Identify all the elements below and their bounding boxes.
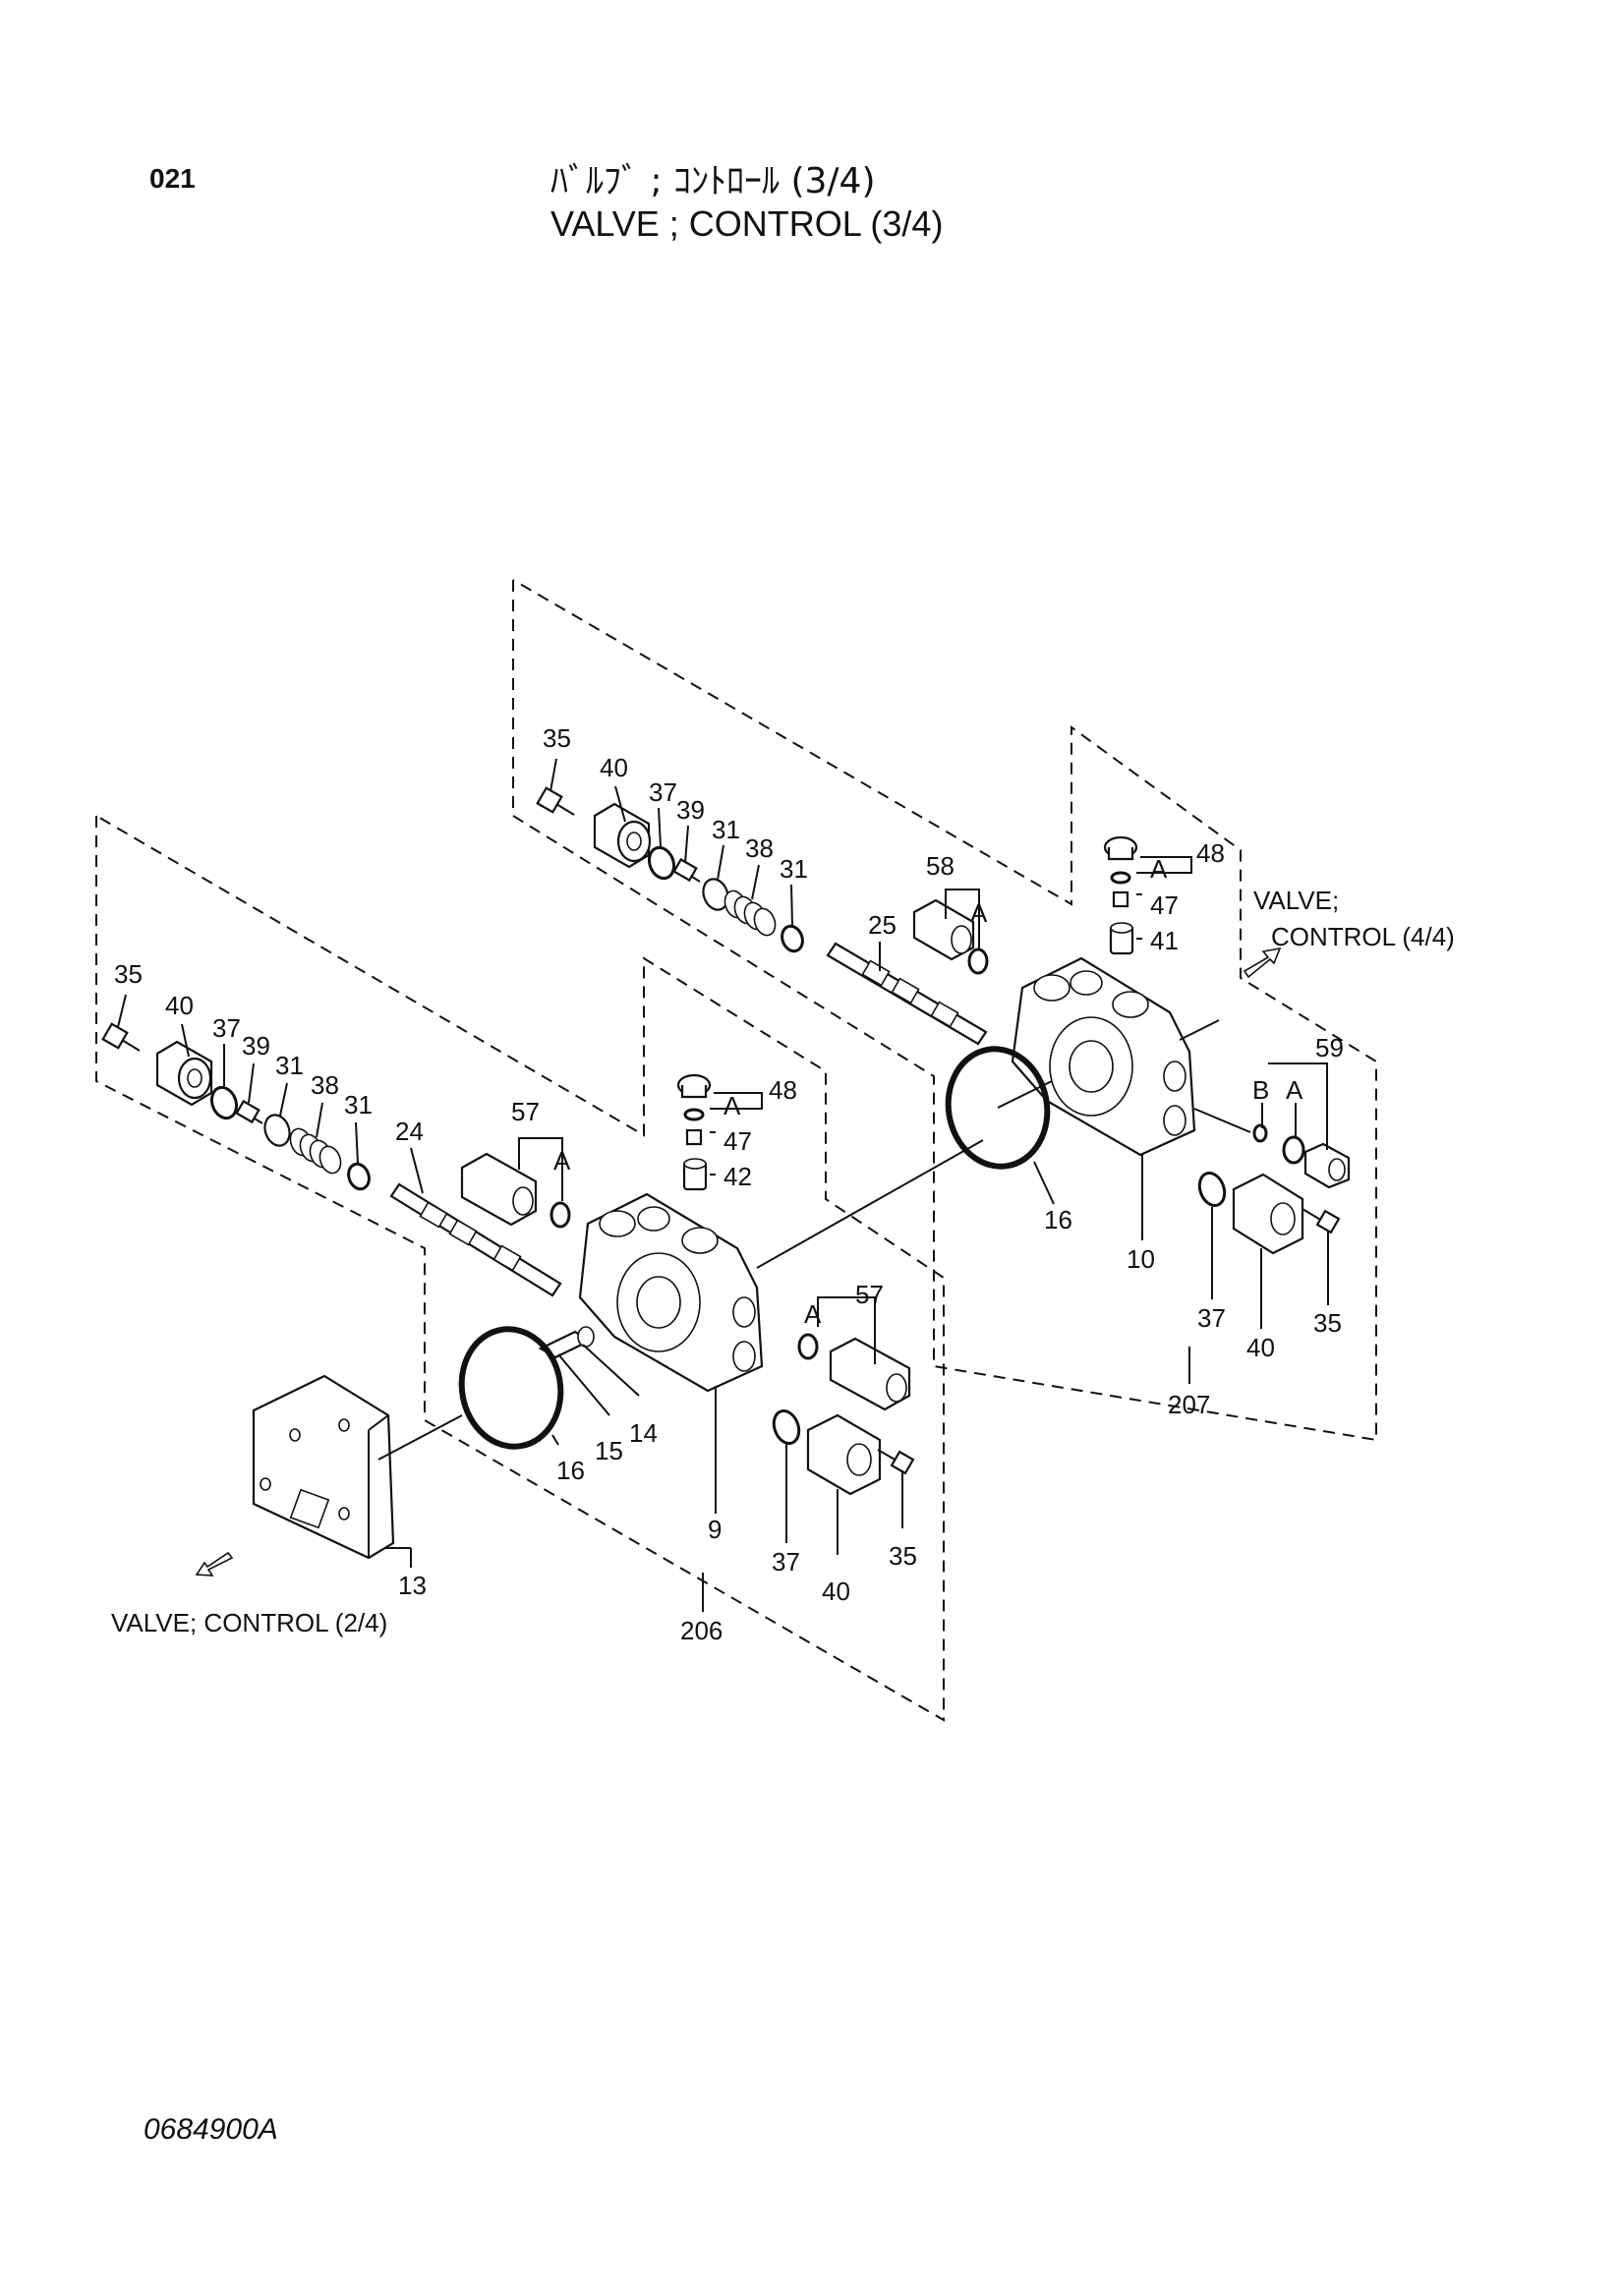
relief-valve-58 (912, 898, 989, 975)
spring-38-upper (723, 890, 777, 937)
callout-35-lower-right: 35 (889, 1541, 917, 1571)
drawing-number: 0684900A (144, 2113, 278, 2146)
callout-a-48-upper: A (1150, 854, 1168, 884)
plug-stack-48-47-42 (676, 1073, 712, 1191)
callout-37-lower-right: 37 (772, 1547, 800, 1577)
callout-40-lower: 40 (165, 991, 194, 1020)
callout-a-59: A (1286, 1075, 1303, 1105)
callout-38-lower: 38 (311, 1070, 339, 1100)
valve-body-9 (578, 1192, 764, 1393)
callout-37-upper-right: 37 (1197, 1303, 1226, 1333)
plug-stack-48-47-41 (1103, 835, 1138, 955)
callout-31a-upper: 31 (712, 815, 740, 844)
callout-37-lower: 37 (212, 1013, 241, 1043)
callout-39-upper: 39 (676, 795, 705, 825)
bolt-35-lower (101, 1022, 141, 1052)
plug-59 (1252, 1123, 1351, 1189)
spring-seat-31a-upper (702, 878, 729, 911)
callout-35-upper-right: 35 (1313, 1308, 1342, 1338)
callout-40-lower-right: 40 (822, 1577, 850, 1606)
callout-a-57-lower: A (804, 1299, 822, 1329)
spool-24 (389, 1182, 562, 1297)
o-ring-37-upper (647, 845, 676, 881)
relief-valve-57-lower (797, 1333, 911, 1411)
callout-38-upper: 38 (745, 833, 774, 863)
callout-42: 42 (723, 1162, 752, 1191)
callout-57-lower: 57 (855, 1280, 884, 1309)
upper-assembly-boundary (512, 579, 1377, 1442)
o-ring-37-lower-right (772, 1409, 801, 1445)
o-ring-16-lower (458, 1326, 564, 1450)
callout-15: 15 (595, 1436, 623, 1465)
arrow-to-control-2-4 (195, 1551, 234, 1577)
callout-47-upper: 47 (1150, 890, 1179, 920)
bolt-35-upper-right (1302, 1208, 1341, 1234)
o-ring-16-upper (945, 1046, 1051, 1170)
callout-b: B (1252, 1075, 1269, 1105)
flange-40-lower (155, 1040, 213, 1107)
spring-seat-31a-lower (263, 1114, 291, 1147)
bolt-35-lower-right (877, 1449, 915, 1475)
callout-a-58: A (970, 898, 988, 928)
plug-39-lower (235, 1099, 263, 1124)
upper-assembly-callouts: 35 40 37 39 31 38 31 58 A 25 48 A 47 41 … (543, 723, 1455, 1419)
spring-seat-31b-lower (347, 1162, 371, 1191)
leader-lines (117, 758, 1329, 1612)
lower-assembly-parts (101, 1022, 915, 1560)
lower-assembly-boundary (95, 815, 945, 1722)
end-plate-13 (252, 1374, 395, 1560)
ref-control-2-4: VALVE; CONTROL (2/4) (111, 1608, 387, 1637)
o-ring-37-lower (209, 1085, 239, 1120)
callout-a-57-upper: A (553, 1146, 571, 1176)
callout-35-lower: 35 (114, 959, 143, 989)
flange-40-upper-right (1232, 1173, 1304, 1255)
ref-control-4-4-line2: CONTROL (4/4) (1271, 922, 1455, 951)
callout-48-lower: 48 (769, 1075, 797, 1105)
callout-16-lower: 16 (556, 1456, 585, 1485)
callout-a-48-lower: A (723, 1091, 741, 1120)
relief-valve-57-upper (460, 1152, 571, 1229)
callout-59: 59 (1315, 1033, 1344, 1062)
callout-58: 58 (926, 851, 955, 881)
spool-25 (826, 942, 988, 1046)
page-number: 021 (149, 163, 196, 194)
arrow-to-control-4-4 (1243, 947, 1282, 979)
o-ring-37-upper-right (1197, 1172, 1227, 1207)
callout-41: 41 (1150, 926, 1179, 955)
flange-40-lower-right (806, 1413, 882, 1496)
callout-14: 14 (629, 1418, 658, 1448)
bolt-35-upper (536, 786, 575, 816)
callout-47-lower: 47 (723, 1126, 752, 1156)
callout-13: 13 (398, 1571, 427, 1600)
callout-31b-upper: 31 (780, 854, 808, 884)
spring-seat-31b-upper (781, 924, 804, 953)
callout-10: 10 (1127, 1244, 1155, 1274)
callout-39-lower: 39 (242, 1031, 270, 1061)
lower-assembly-callouts: 35 40 37 39 31 38 31 24 57 A 48 A 47 42 … (111, 959, 917, 1645)
page-title-japanese: ﾊﾞﾙﾌﾞ ; ｺﾝﾄﾛｰﾙ (3/4) (550, 161, 876, 201)
callout-35-upper: 35 (543, 723, 571, 753)
upper-assembly-parts (536, 786, 1351, 1255)
callout-24: 24 (395, 1117, 424, 1146)
valve-body-10 (1011, 956, 1196, 1157)
flange-40-upper (593, 802, 652, 869)
callout-40-upper: 40 (600, 753, 628, 782)
callout-31a-lower: 31 (275, 1051, 304, 1080)
page-title-english: VALVE ; CONTROL (3/4) (550, 203, 944, 244)
callout-25: 25 (868, 910, 897, 940)
callout-37-upper: 37 (649, 777, 677, 807)
callout-206: 206 (680, 1616, 723, 1645)
callout-57-upper: 57 (511, 1097, 540, 1126)
callout-207: 207 (1168, 1390, 1210, 1419)
callout-40-upper-right: 40 (1246, 1333, 1275, 1362)
spring-38-lower (289, 1127, 342, 1175)
callout-9: 9 (708, 1515, 722, 1544)
plug-39-upper (672, 857, 701, 883)
callout-31b-lower: 31 (344, 1090, 373, 1119)
callout-16-upper: 16 (1044, 1205, 1072, 1234)
ref-control-4-4-line1: VALVE; (1253, 886, 1339, 915)
callout-48-upper: 48 (1196, 838, 1225, 868)
